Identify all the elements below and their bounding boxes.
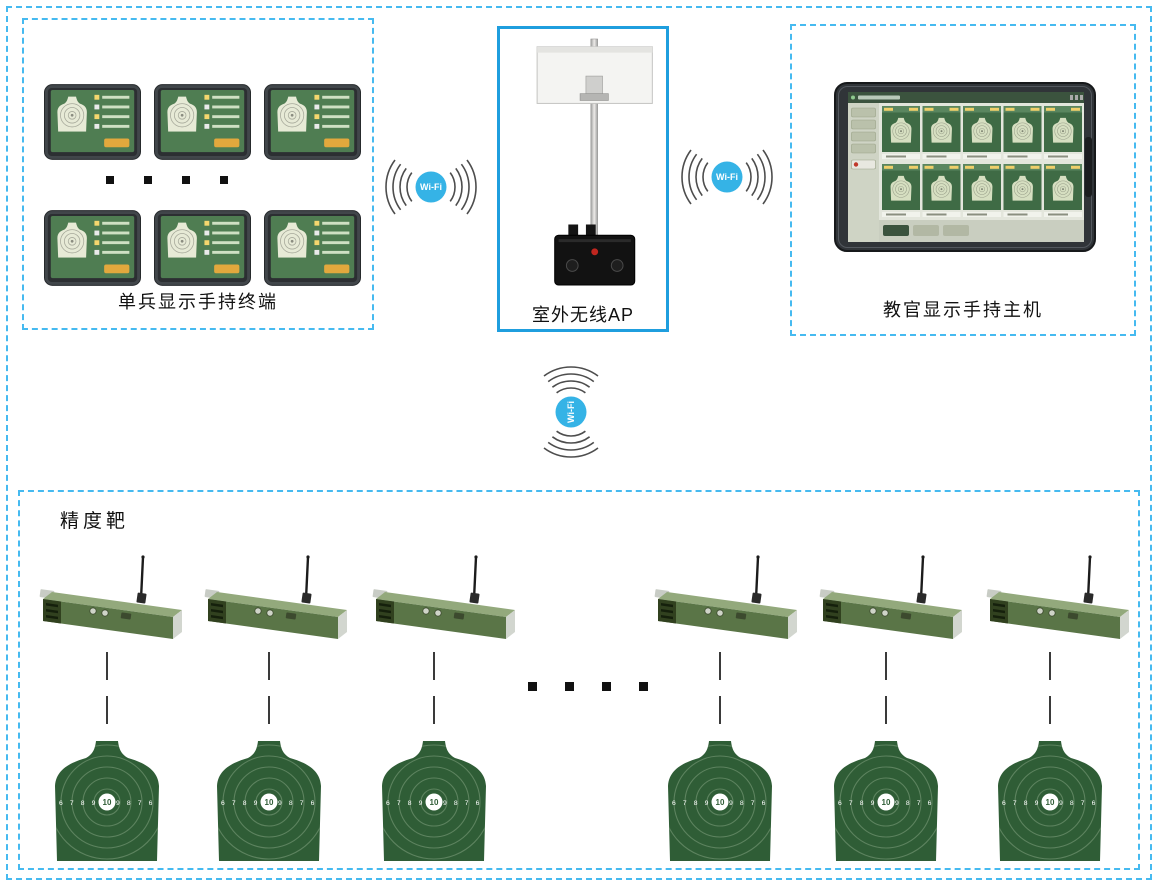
- tablet-side-grip: [1085, 137, 1092, 197]
- target-scoring-rail: [652, 547, 802, 657]
- terminals-group-box: 单兵显示手持终端: [22, 18, 374, 330]
- handheld-terminal: [154, 210, 251, 286]
- ap-connector-right: [610, 259, 624, 272]
- handheld-terminal: [154, 84, 251, 160]
- silhouette-target: [665, 739, 775, 861]
- ap-base-unit: [554, 234, 636, 286]
- instructor-tablet: [834, 82, 1096, 252]
- target-scoring-rail: [202, 547, 352, 657]
- app-title-bar: [848, 92, 1084, 103]
- handheld-terminal: [264, 210, 361, 286]
- target-thumbnail-grid: [882, 106, 1082, 217]
- connection-dash-line: [885, 652, 887, 736]
- target-scoring-rail: [370, 547, 520, 657]
- silhouette-target: [52, 739, 162, 861]
- ap-power-indicator: [591, 248, 599, 256]
- ap-box: 室外无线AP: [497, 26, 669, 332]
- target-scoring-rail: [817, 547, 967, 657]
- silhouette-target: [379, 739, 489, 861]
- handheld-terminal: [264, 84, 361, 160]
- target-scoring-rail: [984, 547, 1134, 657]
- handheld-terminal: [44, 210, 141, 286]
- app-bottom-bar: [879, 220, 1084, 242]
- ellipsis-dots: [528, 682, 676, 691]
- connection-dash-line: [433, 652, 435, 736]
- terminals-label: 单兵显示手持终端: [118, 292, 278, 312]
- ap-connector-left: [565, 259, 579, 272]
- silhouette-target: [214, 739, 324, 861]
- wifi-link-terminals: [371, 155, 491, 219]
- connection-dash-line: [719, 652, 721, 736]
- outdoor-ap-device: [536, 38, 653, 286]
- connection-dash-line: [268, 652, 270, 736]
- instructor-group-box: 教官显示手持主机: [790, 24, 1136, 336]
- wifi-link-instructor: [667, 145, 787, 209]
- silhouette-target: [995, 739, 1105, 861]
- handheld-terminal: [44, 84, 141, 160]
- ellipsis-dots: [106, 176, 258, 184]
- instructor-label: 教官显示手持主机: [883, 300, 1043, 320]
- target-scoring-rail: [37, 547, 187, 657]
- ap-label: 室外无线AP: [531, 305, 634, 325]
- targets-zone-box: 精度靶: [18, 490, 1140, 870]
- connection-dash-line: [106, 652, 108, 736]
- targets-zone-label: 精度靶: [60, 511, 130, 532]
- silhouette-target: [831, 739, 941, 861]
- wifi-link-targets: [539, 352, 603, 472]
- connection-dash-line: [1049, 652, 1051, 736]
